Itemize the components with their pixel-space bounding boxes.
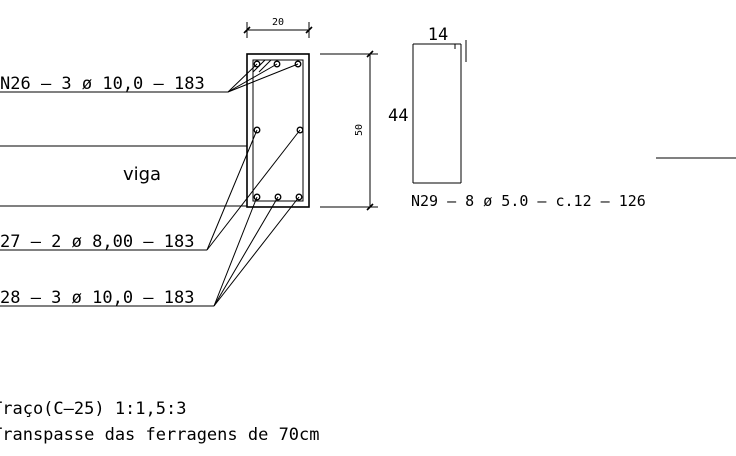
stirrup-outline <box>252 59 304 202</box>
height-dimension: 50 <box>320 50 378 211</box>
rebars <box>253 60 304 201</box>
beam-elevation-lines <box>0 145 247 207</box>
note-splice: Transpasse das ferragens de 70cm <box>0 425 320 445</box>
rebar-callout-n27-text: 27 – 2 ø 8,00 – 183 <box>0 232 194 252</box>
beam-label: viga <box>123 164 161 185</box>
rebar-callout-n28-text: 28 – 3 ø 10,0 – 183 <box>0 288 194 308</box>
height-dimension-text: 50 <box>354 124 365 136</box>
rebar-top <box>294 60 302 68</box>
width-dimension: 20 <box>243 17 313 38</box>
rebar-callout-n27: 27 – 2 ø 8,00 – 183 <box>0 232 207 252</box>
stirrup-height-text: 44 <box>388 106 408 126</box>
note-mix: Traço(C–25) 1:1,5:3 <box>0 399 186 419</box>
stirrup-detail: 14 44 <box>388 25 467 184</box>
width-dimension-text: 20 <box>272 17 284 28</box>
leader-lines <box>206 63 301 307</box>
stirrup-callout-text: N29 – 8 ø 5.0 – c.12 – 126 <box>411 192 646 210</box>
rebar-callout-n26: N26 – 3 ø 10,0 – 183 <box>0 74 228 94</box>
rebar-callout-n26-text: N26 – 3 ø 10,0 – 183 <box>0 74 205 94</box>
stirrup-hook <box>258 59 272 73</box>
stirrup-width-text: 14 <box>428 25 448 45</box>
rebar-callout-n28: 28 – 3 ø 10,0 – 183 <box>0 288 214 308</box>
beam-outline <box>246 53 310 208</box>
